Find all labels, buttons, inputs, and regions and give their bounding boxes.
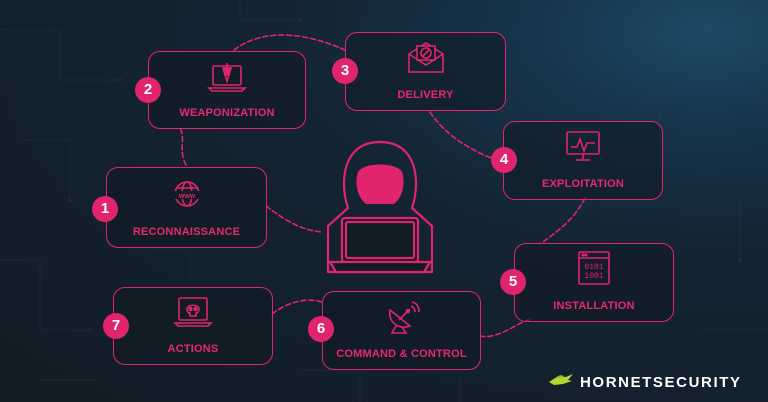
stage-number-badge: 5 [500, 269, 526, 295]
stage-delivery: DELIVERY [345, 32, 506, 111]
chain-3-4 [429, 111, 497, 161]
chain-1-center [265, 205, 323, 233]
stage-label: RECONNAISSANCE [132, 226, 241, 238]
chain-2-3 [233, 34, 346, 51]
chain-1-2 [179, 127, 187, 166]
stage-number-badge: 6 [308, 316, 334, 342]
stage-weaponization: WEAPONIZATION [148, 51, 306, 129]
brand-logo: HORNETSECURITY [548, 372, 742, 393]
laptop-skull-icon [173, 295, 213, 334]
stage-number-badge: 7 [103, 313, 129, 339]
stage-command-control: COMMAND & CONTROL [322, 291, 481, 370]
binary-window-icon: 0101 1001 [574, 250, 614, 291]
svg-text:1001: 1001 [584, 272, 603, 281]
monitor-activity-icon [563, 129, 603, 168]
satellite-dish-icon [382, 300, 422, 341]
stage-exploitation: EXPLOITATION [503, 121, 663, 200]
stage-label: DELIVERY [397, 89, 454, 101]
stage-number-badge: 3 [332, 58, 358, 84]
stage-number-badge: 2 [135, 77, 161, 103]
stage-label: WEAPONIZATION [179, 107, 275, 119]
stage-installation: 0101 1001 INSTALLATION [514, 243, 674, 322]
stage-label: INSTALLATION [553, 300, 635, 312]
stage-label: EXPLOITATION [541, 178, 625, 190]
stage-number-badge: 1 [92, 196, 118, 222]
svg-text:www: www [177, 193, 195, 200]
stage-label: COMMAND & CONTROL [336, 348, 467, 360]
stage-reconnaissance: www RECONNAISSANCE [106, 167, 267, 248]
chain-7-6 [271, 299, 323, 315]
stage-actions: ACTIONS [113, 287, 273, 365]
hornet-logo-icon [548, 372, 574, 393]
stage-number-badge: 4 [491, 147, 517, 173]
globe-www-icon: www [169, 180, 205, 213]
envelope-blocked-icon [406, 40, 446, 79]
stage-label: ACTIONS [167, 343, 219, 355]
svg-text:0101: 0101 [584, 263, 603, 272]
brand-name: HORNETSECURITY [580, 374, 742, 391]
hooded-hacker-laptop-icon [318, 138, 442, 283]
chain-4-5 [539, 197, 586, 245]
chain-5-6 [479, 319, 531, 338]
laptop-bomb-icon [207, 60, 247, 99]
